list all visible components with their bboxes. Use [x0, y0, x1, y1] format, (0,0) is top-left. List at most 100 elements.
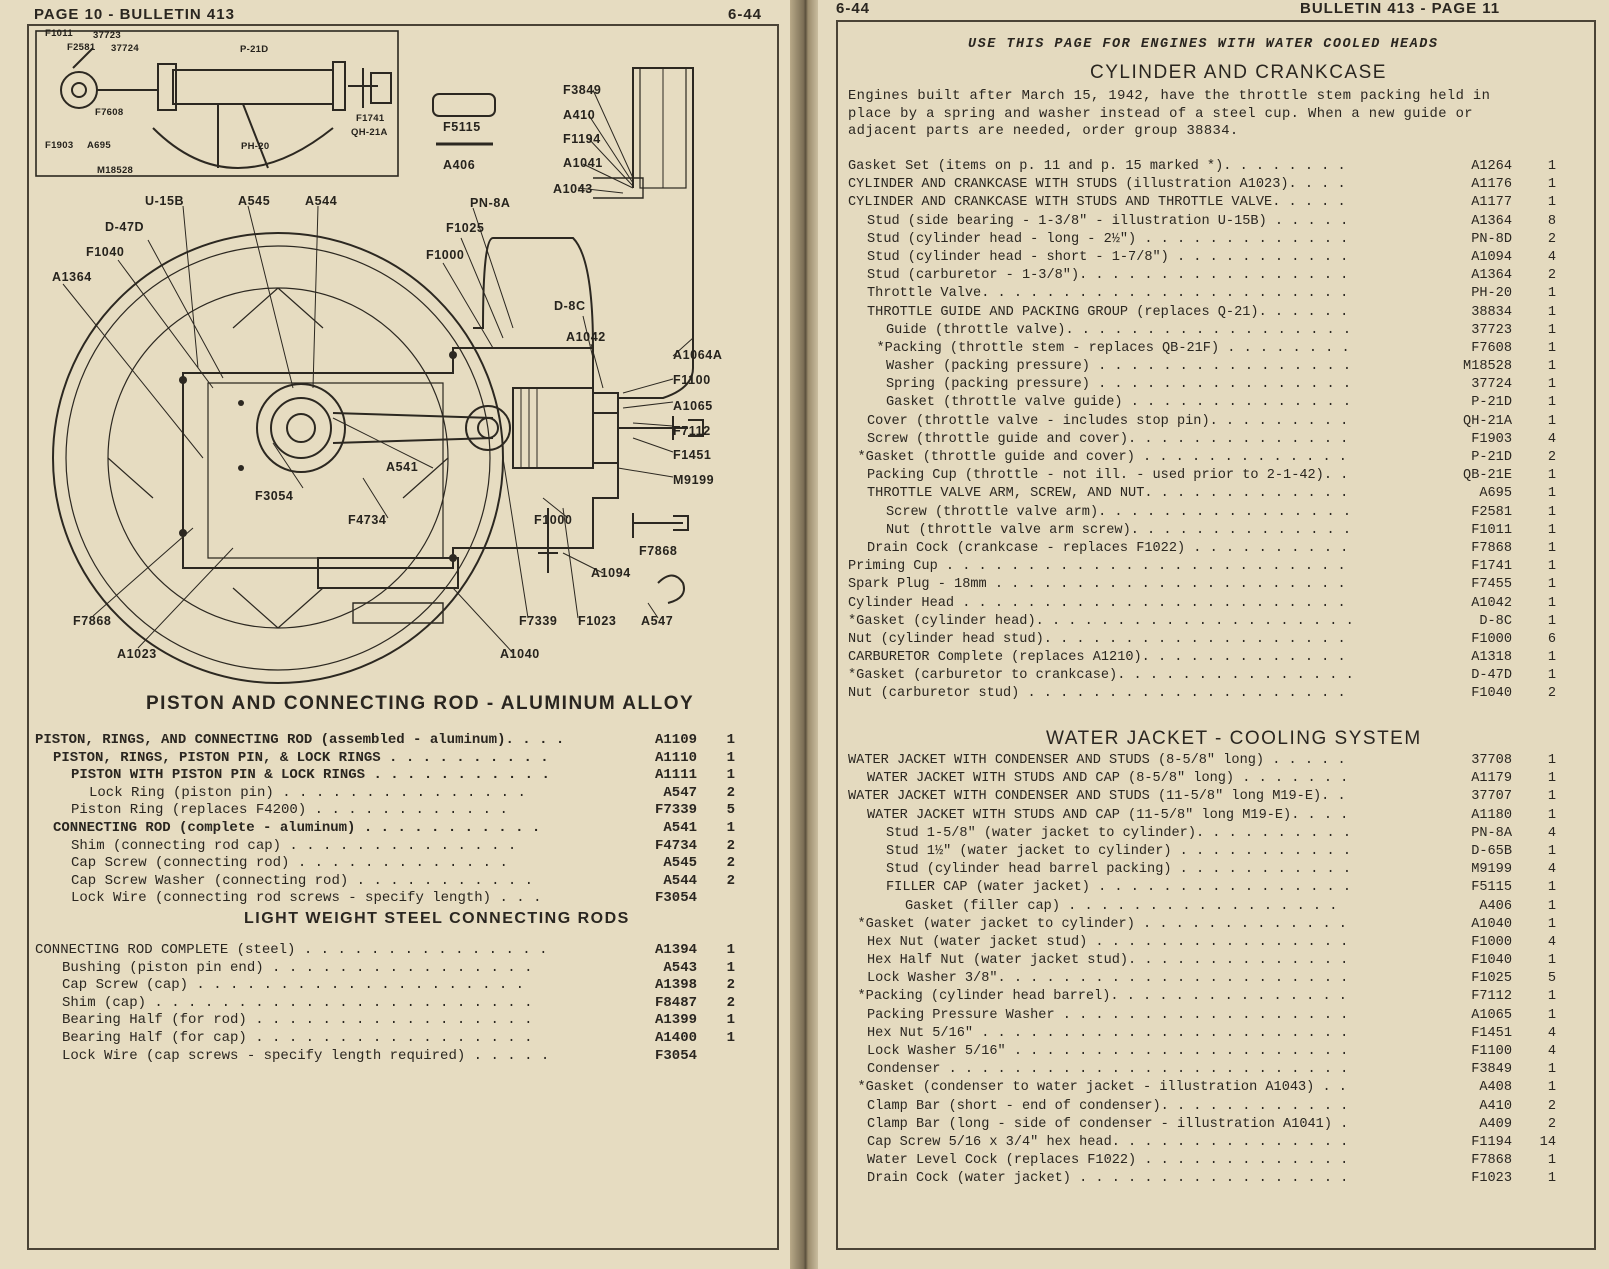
parts-row: Packing Cup (throttle - not ill. - used … — [848, 467, 1588, 485]
part-number: PN-8A — [1471, 825, 1512, 841]
part-quantity: 1 — [1547, 359, 1556, 375]
part-number: P-21D — [1471, 450, 1512, 465]
part-number: A1094 — [1471, 249, 1512, 265]
part-number: A1318 — [1471, 650, 1512, 666]
part-number: F4734 — [654, 837, 697, 854]
part-description: CONNECTING ROD COMPLETE (steel) . . . . … — [35, 942, 548, 958]
part-number: 37707 — [1471, 789, 1512, 805]
part-number: P-21D — [1471, 395, 1512, 411]
use-page-note: USE THIS PAGE FOR ENGINES WITH WATER COO… — [968, 37, 1439, 52]
cylinder-section-title: CYLINDER AND CRANKCASE — [1090, 62, 1387, 83]
part-quantity: 1 — [1547, 989, 1556, 1005]
part-quantity: 2 — [1547, 268, 1556, 284]
diagram-label: F1040 — [86, 245, 125, 259]
part-number: PN-8D — [1471, 231, 1512, 247]
part-number: A1264 — [1471, 159, 1512, 174]
part-quantity: 1 — [726, 959, 735, 976]
book-gutter — [790, 0, 820, 1269]
parts-row: Cap Screw (cap) . . . . . . . . . . . . … — [35, 977, 757, 995]
parts-row: Cap Screw (connecting rod) . . . . . . .… — [35, 855, 757, 873]
part-number: F2581 — [1471, 504, 1512, 520]
intro-paragraph: Engines built after March 15, 1942, have… — [848, 88, 1490, 141]
diagram-label: A1364 — [52, 270, 92, 284]
part-number: F1903 — [1471, 431, 1512, 447]
part-description: Stud (carburetor - 1-3/8"). . . . . . . … — [867, 268, 1349, 284]
diagram-label: D-8C — [554, 299, 586, 313]
diagram-label: A544 — [305, 194, 338, 208]
diagram-label: F3849 — [563, 83, 602, 97]
part-description: Bearing Half (for cap) . . . . . . . . .… — [62, 1029, 533, 1046]
part-description: Drain Cock (water jacket) . . . . . . . … — [867, 1171, 1349, 1187]
diagram-label: F2581 — [67, 42, 96, 53]
parts-row: Lock Ring (piston pin) . . . . . . . . .… — [35, 785, 757, 803]
part-quantity: 1 — [726, 819, 735, 836]
part-number: F3849 — [1471, 1062, 1512, 1078]
part-description: Stud 1½" (water jacket to cylinder) . . … — [886, 843, 1351, 859]
part-quantity: 1 — [1547, 340, 1556, 356]
part-description: Nut (cylinder head stud). . . . . . . . … — [848, 631, 1346, 647]
part-description: Priming Cup . . . . . . . . . . . . . . … — [848, 559, 1346, 575]
part-quantity: 1 — [726, 1029, 735, 1046]
part-number: F1000 — [1471, 934, 1512, 950]
parts-row: Packing Pressure Washer . . . . . . . . … — [848, 1007, 1588, 1025]
part-description: *Packing (cylinder head barrel). . . . .… — [857, 989, 1347, 1005]
right-page-header: BULLETIN 413 - PAGE 11 — [1300, 0, 1501, 17]
part-quantity: 1 — [1547, 916, 1556, 932]
part-quantity: 1 — [726, 767, 735, 784]
steel-section-title: LIGHT WEIGHT STEEL CONNECTING RODS — [244, 910, 630, 927]
part-number: QB-21E — [1463, 468, 1512, 484]
part-quantity: 1 — [1547, 668, 1556, 684]
part-description: Water Level Cock (replaces F1022) . . . … — [867, 1153, 1349, 1169]
part-quantity: 2 — [726, 784, 735, 801]
part-description: Gasket Set (items on p. 11 and p. 15 mar… — [848, 159, 1346, 174]
diagram-label: PH-20 — [241, 141, 270, 152]
part-quantity: 1 — [1547, 843, 1556, 859]
part-quantity: 5 — [726, 802, 735, 819]
part-quantity: 1 — [1547, 1171, 1556, 1187]
part-number: A1400 — [654, 1029, 697, 1046]
parts-row: Gasket Set (items on p. 11 and p. 15 mar… — [848, 158, 1588, 176]
part-number: F7608 — [1471, 340, 1512, 356]
water-jacket-parts-list: WATER JACKET WITH CONDENSER AND STUDS (8… — [848, 752, 1588, 1189]
part-quantity: 1 — [1547, 753, 1556, 768]
part-description: *Packing (throttle stem - replaces QB-21… — [876, 340, 1350, 356]
part-description: Lock Wire (cap screws - specify length r… — [62, 1047, 550, 1064]
part-quantity: 1 — [1547, 1007, 1556, 1023]
part-quantity: 1 — [1547, 522, 1556, 538]
steel-parts-list: CONNECTING ROD COMPLETE (steel) . . . . … — [35, 942, 757, 1065]
diagram-label: A1065 — [673, 399, 713, 413]
diagram-label: F1011 — [45, 28, 73, 39]
part-number: F1040 — [1471, 686, 1512, 702]
diagram-label: A410 — [563, 108, 596, 122]
part-number: F7868 — [1471, 540, 1512, 556]
part-quantity: 4 — [1547, 862, 1556, 878]
part-number: A1042 — [1471, 595, 1512, 611]
part-description: Shim (cap) . . . . . . . . . . . . . . .… — [62, 994, 533, 1011]
part-number: A1176 — [1471, 177, 1512, 193]
part-description: PISTON WITH PISTON PIN & LOCK RINGS . . … — [71, 767, 550, 784]
part-number: A1394 — [654, 942, 697, 958]
part-description: Packing Pressure Washer . . . . . . . . … — [867, 1007, 1349, 1023]
part-number: F1025 — [1471, 971, 1512, 987]
part-number: A543 — [663, 959, 697, 976]
diagram-label: F1025 — [446, 221, 485, 235]
parts-row: Gasket (throttle valve guide) . . . . . … — [848, 394, 1588, 412]
right-page-date: 6-44 — [836, 0, 871, 17]
parts-row: Screw (throttle guide and cover). . . . … — [848, 431, 1588, 449]
parts-row: Lock Washer 5/16" . . . . . . . . . . . … — [848, 1043, 1588, 1061]
part-description: CYLINDER AND CRANKCASE WITH STUDS (illus… — [848, 177, 1346, 193]
part-description: *Gasket (carburetor to crankcase). . . .… — [848, 668, 1354, 684]
part-number: M9199 — [1471, 862, 1512, 878]
part-description: Lock Washer 3/8". . . . . . . . . . . . … — [867, 971, 1349, 987]
parts-row: Bearing Half (for cap) . . . . . . . . .… — [35, 1030, 757, 1048]
parts-row: *Gasket (throttle guide and cover) . . .… — [848, 449, 1588, 467]
part-number: F1023 — [1471, 1171, 1512, 1187]
part-description: Washer (packing pressure) . . . . . . . … — [886, 359, 1351, 375]
part-number: A1065 — [1471, 1007, 1512, 1023]
part-description: Guide (throttle valve). . . . . . . . . … — [886, 322, 1351, 338]
part-number: QH-21A — [1463, 413, 1512, 429]
part-quantity: 1 — [726, 942, 735, 958]
left-page: PAGE 10 - BULLETIN 413 6-44 — [0, 0, 792, 1269]
part-number: A1109 — [654, 732, 697, 748]
parts-row: FILLER CAP (water jacket) . . . . . . . … — [848, 879, 1588, 897]
